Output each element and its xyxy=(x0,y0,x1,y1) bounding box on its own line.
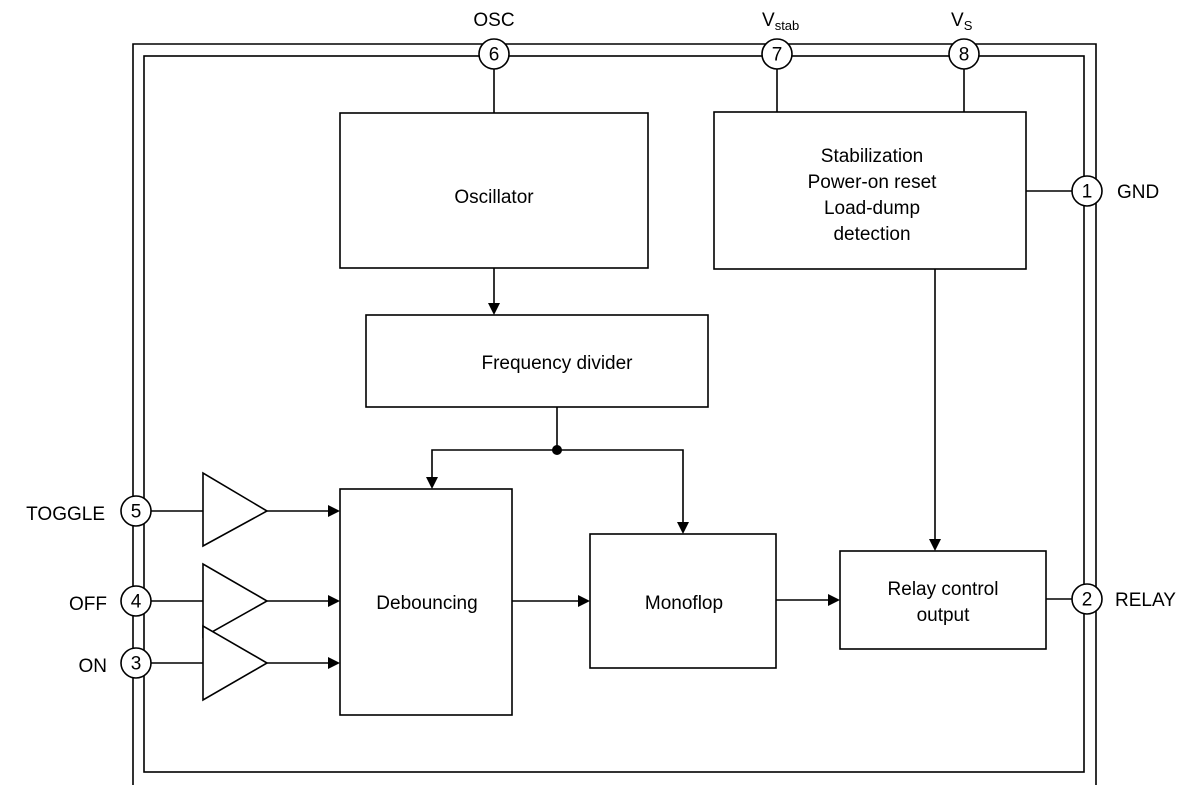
pin-vs: VS 8 xyxy=(948,10,980,70)
monoflop-label: Monoflop xyxy=(645,593,723,614)
debouncing-block xyxy=(339,488,513,716)
pin-vs-number: 8 xyxy=(959,45,970,66)
stabilization-line-2: Power-on reset xyxy=(808,172,938,193)
pin-off: OFF 4 xyxy=(69,585,152,617)
pin-toggle: TOGGLE 5 xyxy=(26,495,152,527)
pin-osc-label: OSC xyxy=(473,10,514,31)
stabilization-line-3: Load-dump xyxy=(824,198,920,219)
ic-package-outline xyxy=(132,43,1097,785)
pin-vstab-number: 7 xyxy=(772,45,783,66)
pin-vstab: Vstab 7 xyxy=(761,10,799,70)
pin-relay: 2 RELAY xyxy=(1071,583,1176,615)
pin-vs-label: VS xyxy=(951,10,973,33)
off-buffer xyxy=(151,562,340,639)
stabilization-line-4: detection xyxy=(833,224,910,245)
monoflop-block xyxy=(589,533,777,669)
pin-off-number: 4 xyxy=(131,592,142,613)
pin-osc: OSC 6 xyxy=(473,10,515,70)
relay-control-line-1: Relay control xyxy=(888,579,999,600)
stabilization-line-1: Stabilization xyxy=(821,146,923,167)
debouncing-label: Debouncing xyxy=(376,593,477,614)
oscillator-block xyxy=(339,112,649,269)
toggle-buffer xyxy=(151,471,340,548)
arrow-divider-to-monoflop xyxy=(557,449,689,534)
pin-relay-number: 2 xyxy=(1082,590,1093,611)
oscillator-label: Oscillator xyxy=(454,187,534,208)
on-buffer xyxy=(151,624,340,702)
pin-gnd: 1 GND xyxy=(1071,175,1159,207)
relay-control-block xyxy=(839,550,1047,650)
pin-gnd-number: 1 xyxy=(1082,182,1093,203)
pin-on: ON 3 xyxy=(79,647,152,679)
pin-toggle-number: 5 xyxy=(131,502,142,523)
pin-relay-label: RELAY xyxy=(1115,590,1176,611)
pin-on-number: 3 xyxy=(131,654,142,675)
frequency-divider-label: Frequency divider xyxy=(481,353,633,374)
arrow-divider-to-debouncing xyxy=(426,449,557,489)
pin-on-label: ON xyxy=(79,656,108,677)
relay-control-line-2: output xyxy=(917,605,971,626)
frequency-divider-block xyxy=(365,314,709,408)
pin-osc-number: 6 xyxy=(489,45,500,66)
pin-toggle-label: TOGGLE xyxy=(26,504,105,525)
pin-off-label: OFF xyxy=(69,594,107,615)
stabilization-block xyxy=(713,111,1027,270)
pin-vstab-label: Vstab xyxy=(762,10,799,33)
pin-gnd-label: GND xyxy=(1117,182,1159,203)
